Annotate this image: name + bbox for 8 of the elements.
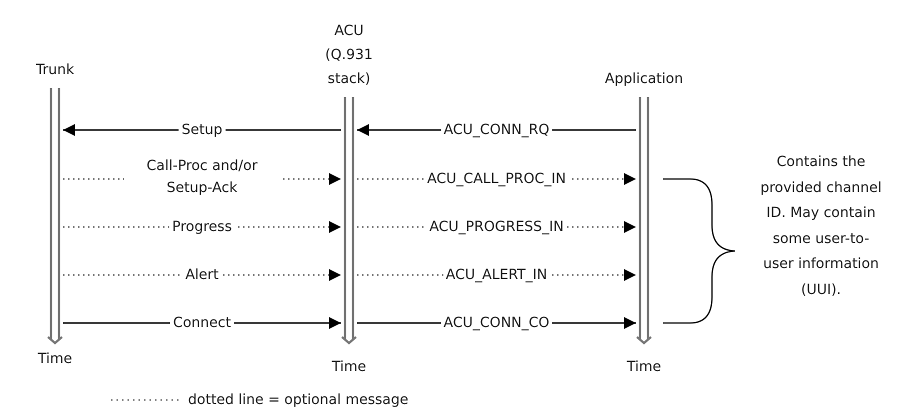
time-label: Time [38, 351, 72, 367]
time-label: Time [332, 359, 366, 375]
legend-text: dotted line = optional message [188, 392, 408, 408]
lifeline-title: ACU (Q.931 stack) [324, 22, 374, 89]
lifeline-title: Trunk [36, 61, 74, 80]
time-label: Time [626, 359, 662, 375]
lifeline-title: Application [604, 70, 684, 89]
note-text: Contains the provided channel ID. May contain some user-to-user information (UUI). [760, 153, 882, 300]
